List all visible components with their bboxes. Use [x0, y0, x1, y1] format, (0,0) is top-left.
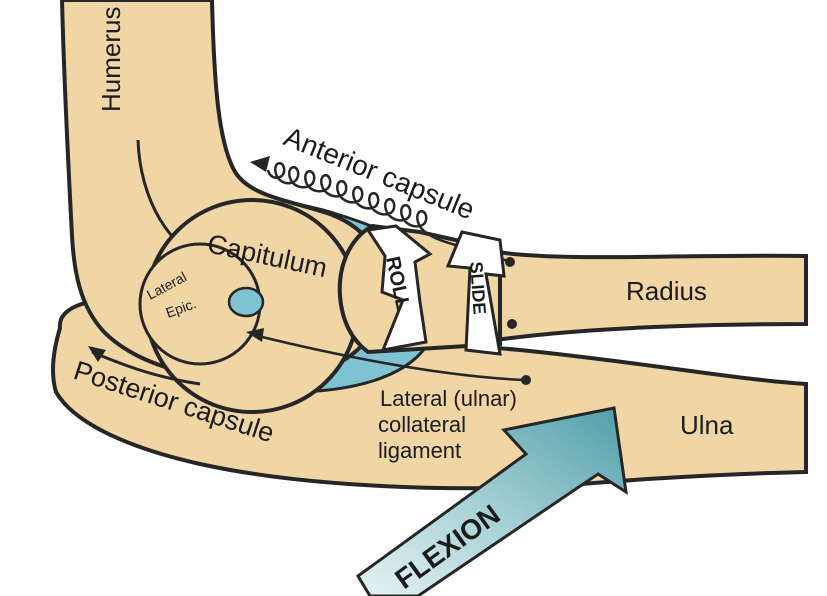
radius-bone — [493, 249, 808, 343]
ligament-label-line1: Lateral (ulnar) — [380, 386, 517, 411]
ligament-arrowhead — [246, 328, 264, 342]
radius-label: Radius — [626, 276, 707, 306]
ligament-label-line2: collateral — [378, 412, 466, 437]
ligament-arrow-line — [257, 334, 525, 382]
humerus-label: Humerus — [96, 7, 126, 112]
axis-dot — [227, 286, 265, 318]
ligament-dot — [521, 375, 531, 385]
posterior-capsule-line — [91, 350, 201, 386]
slide-arrow — [445, 230, 506, 356]
anterior-capsule-arrowhead — [250, 156, 270, 172]
ligament-label-line3: ligament — [378, 438, 461, 463]
slide-label: SLIDE — [466, 261, 490, 315]
flexion-arrow — [356, 406, 628, 596]
posterior-capsule-arrowhead — [88, 346, 106, 362]
anterior-capsule-coil — [266, 162, 511, 264]
capsule-dot-lower — [507, 319, 517, 329]
ulna-label: Ulna — [680, 410, 734, 440]
roll-arrow — [365, 224, 433, 352]
